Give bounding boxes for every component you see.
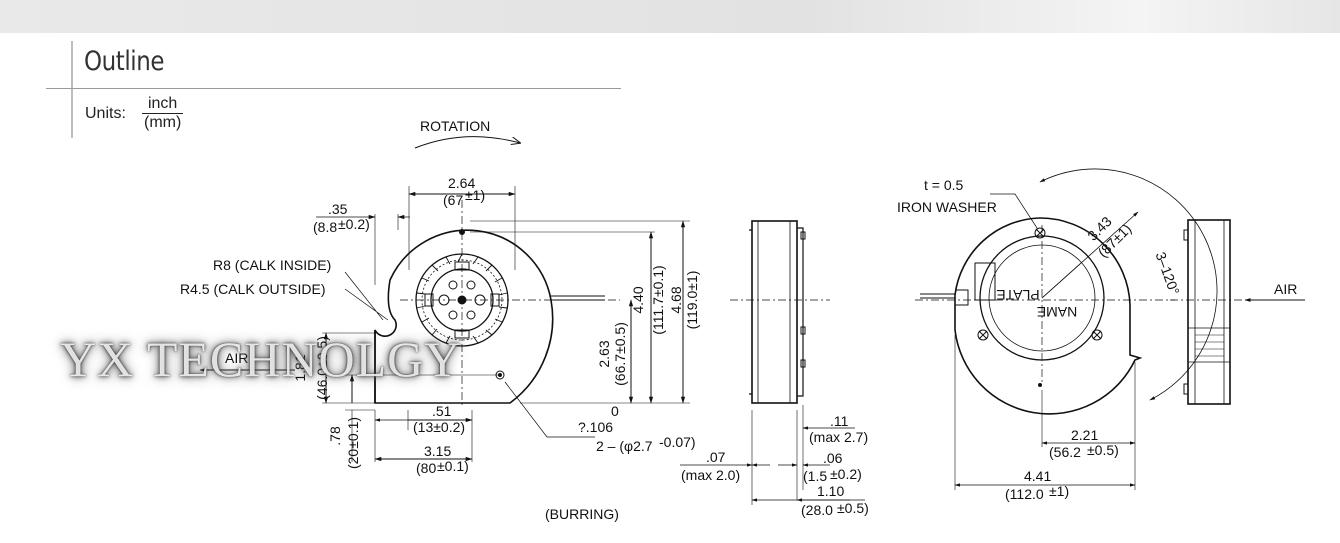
dim-006-in: .06 bbox=[823, 450, 843, 466]
title-underline bbox=[46, 88, 621, 89]
dim-315-in: 3.15 bbox=[424, 443, 451, 459]
dim-181-mm: (46.0±0.5) bbox=[314, 336, 330, 400]
dim-006-tol: ±0.2) bbox=[830, 466, 862, 482]
dim-468-in: 4.68 bbox=[668, 286, 684, 313]
top-banner bbox=[0, 0, 1340, 33]
side-view-text: .07 (max 2.0) .11 (max 2.7) .06 (1.5 ±0.… bbox=[681, 413, 869, 518]
air-label-front: AIR bbox=[225, 350, 248, 366]
dim-078-in: .78 bbox=[327, 426, 343, 446]
dim-263-mm: (66.7±0.5) bbox=[612, 322, 628, 386]
dim-263-in: 2.63 bbox=[596, 340, 612, 367]
rear-side-body bbox=[1187, 219, 1231, 405]
dim-006-mm: (1.5 bbox=[803, 468, 827, 484]
units-inch: inch bbox=[142, 95, 184, 114]
r45-callout: R4.5 (CALK OUTSIDE) bbox=[180, 281, 325, 297]
units-fraction: inch (mm) bbox=[142, 95, 184, 132]
rear-view bbox=[915, 168, 1218, 490]
r8-callout: R8 (CALK INSIDE) bbox=[213, 257, 331, 273]
dim-221-tol: ±0.5) bbox=[1087, 442, 1119, 458]
fan-housing bbox=[374, 229, 554, 404]
dim-110-tol: ±0.5) bbox=[837, 500, 869, 516]
dim-width-top-in: 2.64 bbox=[448, 175, 475, 191]
burring-label: (BURRING) bbox=[545, 506, 619, 522]
dim-078-mm: (20±0.1) bbox=[345, 417, 361, 469]
air-label-rear: AIR bbox=[1274, 281, 1297, 297]
rear-side-view-text: AIR bbox=[1274, 281, 1297, 297]
dim-007-in: .07 bbox=[706, 449, 726, 465]
dim-315-tol: ±0.1) bbox=[437, 458, 469, 474]
dim-315-mm: (80 bbox=[416, 460, 436, 476]
dim-011-in: .11 bbox=[830, 413, 849, 429]
dim-221-mm: (56.2 bbox=[1049, 444, 1081, 460]
hole-dim-in: ?.106 bbox=[578, 419, 613, 435]
watermark: YX TECHNOLGY bbox=[60, 331, 462, 387]
side-view bbox=[680, 220, 865, 505]
page-title: Outline bbox=[84, 46, 165, 77]
angle-label: 3–120° bbox=[1153, 250, 1183, 297]
dim-221-in: 2.21 bbox=[1071, 427, 1098, 443]
plate-label: PLATE bbox=[996, 287, 1039, 303]
units-mm: (mm) bbox=[144, 114, 182, 131]
iron-washer-label: IRON WASHER bbox=[897, 199, 997, 215]
washer-thickness: t = 0.5 bbox=[924, 177, 964, 193]
dim-440-mm: (111.7±0.1) bbox=[650, 265, 666, 334]
dim-top-offset-tol: ±0.2) bbox=[338, 216, 370, 232]
dim-110-in: 1.10 bbox=[817, 483, 844, 499]
dim-051-in: .51 bbox=[432, 403, 452, 419]
dim-011-mm: (max 2.7) bbox=[809, 429, 868, 445]
dim-007-mm: (max 2.0) bbox=[681, 467, 740, 483]
dim-width-top-tol: ±1) bbox=[465, 187, 485, 203]
angle-arc bbox=[1039, 168, 1218, 401]
title-accent-rule bbox=[71, 41, 73, 138]
dim-441-tol: ±1) bbox=[1049, 483, 1069, 499]
dim-top-offset-mm: (8.8 bbox=[313, 219, 337, 235]
front-view bbox=[199, 136, 690, 462]
dim-441-mm: (112.0 bbox=[1005, 486, 1044, 502]
zero-label: 0 bbox=[611, 403, 619, 419]
name-label: NAME bbox=[1037, 304, 1077, 320]
dim-181-in: 1.81 bbox=[292, 354, 308, 381]
hole-dim-mm: 2 – (φ2.7 bbox=[596, 438, 653, 454]
units-label: Units: bbox=[85, 105, 126, 122]
dim-width-top-mm: (67 bbox=[443, 192, 463, 208]
rear-view-text: t = 0.5 IRON WASHER 3.43 (87±1) 3–120° P… bbox=[897, 177, 1183, 502]
dim-051-mm: (13±0.2) bbox=[413, 419, 465, 435]
front-view-text: ROTATION 2.64 (67 ±1) .35 (8.8 ±0.2) R8 … bbox=[180, 118, 700, 522]
dim-468-mm: (119.0±1) bbox=[684, 271, 700, 330]
dim-440-in: 4.40 bbox=[630, 286, 646, 313]
dim-110-mm: (28.0 bbox=[801, 502, 833, 518]
dim-top-offset-in: .35 bbox=[328, 201, 348, 217]
hole-dim-tol: -0.07) bbox=[659, 434, 696, 450]
side-body bbox=[751, 220, 798, 404]
rear-side-view bbox=[1170, 219, 1305, 405]
rotation-label: ROTATION bbox=[420, 118, 490, 134]
dim-441-in: 4.41 bbox=[1024, 468, 1051, 484]
rotation-arrow bbox=[414, 136, 520, 149]
